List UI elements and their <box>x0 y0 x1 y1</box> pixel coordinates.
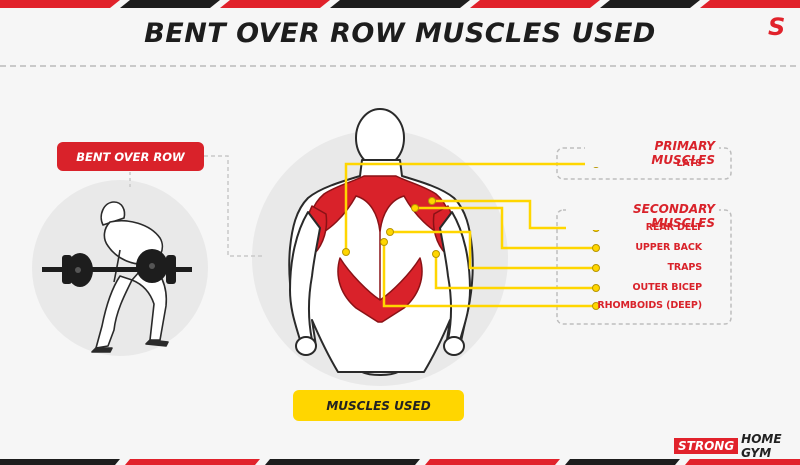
footer-home-gym: HOME GYM <box>741 432 782 460</box>
brand-logo-icon: S <box>768 13 786 41</box>
muscle-upper-back: UPPER BACK <box>635 242 702 253</box>
bent-over-row-figure <box>91 201 169 353</box>
muscle-rear-delt: REAR DELT <box>645 222 702 233</box>
leader-lats <box>344 162 596 252</box>
muscle-outer-bicep: OUTER BICEP <box>632 282 703 293</box>
exercise-connector <box>204 155 262 257</box>
footer-strong: STRONG <box>674 438 739 454</box>
bottom-stripes <box>0 459 800 465</box>
page-title: BENT OVER ROW MUSCLES USED <box>144 18 656 49</box>
footer-brand: STRONG HOME GYM <box>674 432 800 460</box>
muscle-lats: LATS <box>676 158 702 169</box>
barbell <box>42 249 192 287</box>
leader-traps <box>390 230 596 270</box>
leader-rhomboids <box>382 242 596 308</box>
muscles-used-label: MUSCLES USED <box>293 390 464 421</box>
muscle-traps: TRAPS <box>667 262 703 273</box>
leader-rear-delt <box>432 199 596 230</box>
leader-upper-back <box>415 206 596 250</box>
leader-lines <box>344 162 596 308</box>
exercise-label: BENT OVER ROW <box>57 142 204 171</box>
primary-heading: PRIMARY MUSCLES <box>585 139 719 167</box>
secondary-heading: SECONDARY MUSCLES <box>566 202 719 230</box>
top-stripes <box>0 0 800 8</box>
muscle-rhomboids: RHOMBOIDS (DEEP) <box>597 300 702 311</box>
back-figure <box>288 108 474 376</box>
leader-outer-bicep <box>434 254 596 290</box>
